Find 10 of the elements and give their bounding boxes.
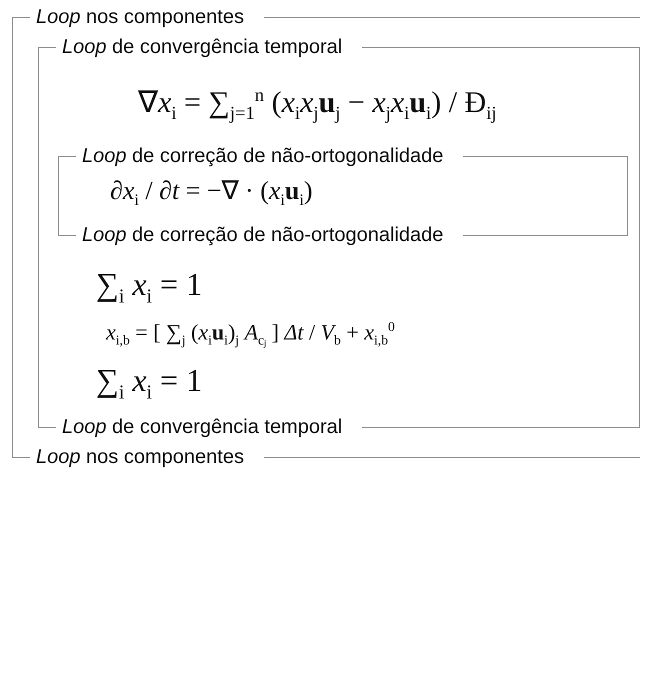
equation: ∑$_{i}$ x$_{i}$ = 1 bbox=[96, 362, 202, 405]
loop-heading: Loop nos componentes bbox=[35, 446, 245, 470]
loop-heading: Loop de correção de não-ortogonalidade bbox=[81, 144, 444, 168]
equation: ∑$_{i}$ x$_{i}$ = 1 bbox=[96, 266, 202, 309]
equation: ∇x$_{i}$ = ∑$_{j=1}$$^{n}$ (x$_{i}$x$_{j}$u$_{j}$ − x$_{j}$x$_{i}$u$_{i}$) / Đ$_{ij}$ bbox=[138, 84, 497, 125]
loop-heading: Loop de correção de não-ortogonalidade bbox=[81, 224, 444, 247]
loop-heading: Loop nos componentes bbox=[35, 6, 245, 28]
loop-heading: Loop de convergência temporal bbox=[61, 416, 344, 440]
loop-heading: Loop de convergência temporal bbox=[61, 36, 344, 58]
equation: ∂x$_{i}$ / ∂t = −∇ · (x$_{i}$u$_{i}$) bbox=[110, 175, 313, 210]
